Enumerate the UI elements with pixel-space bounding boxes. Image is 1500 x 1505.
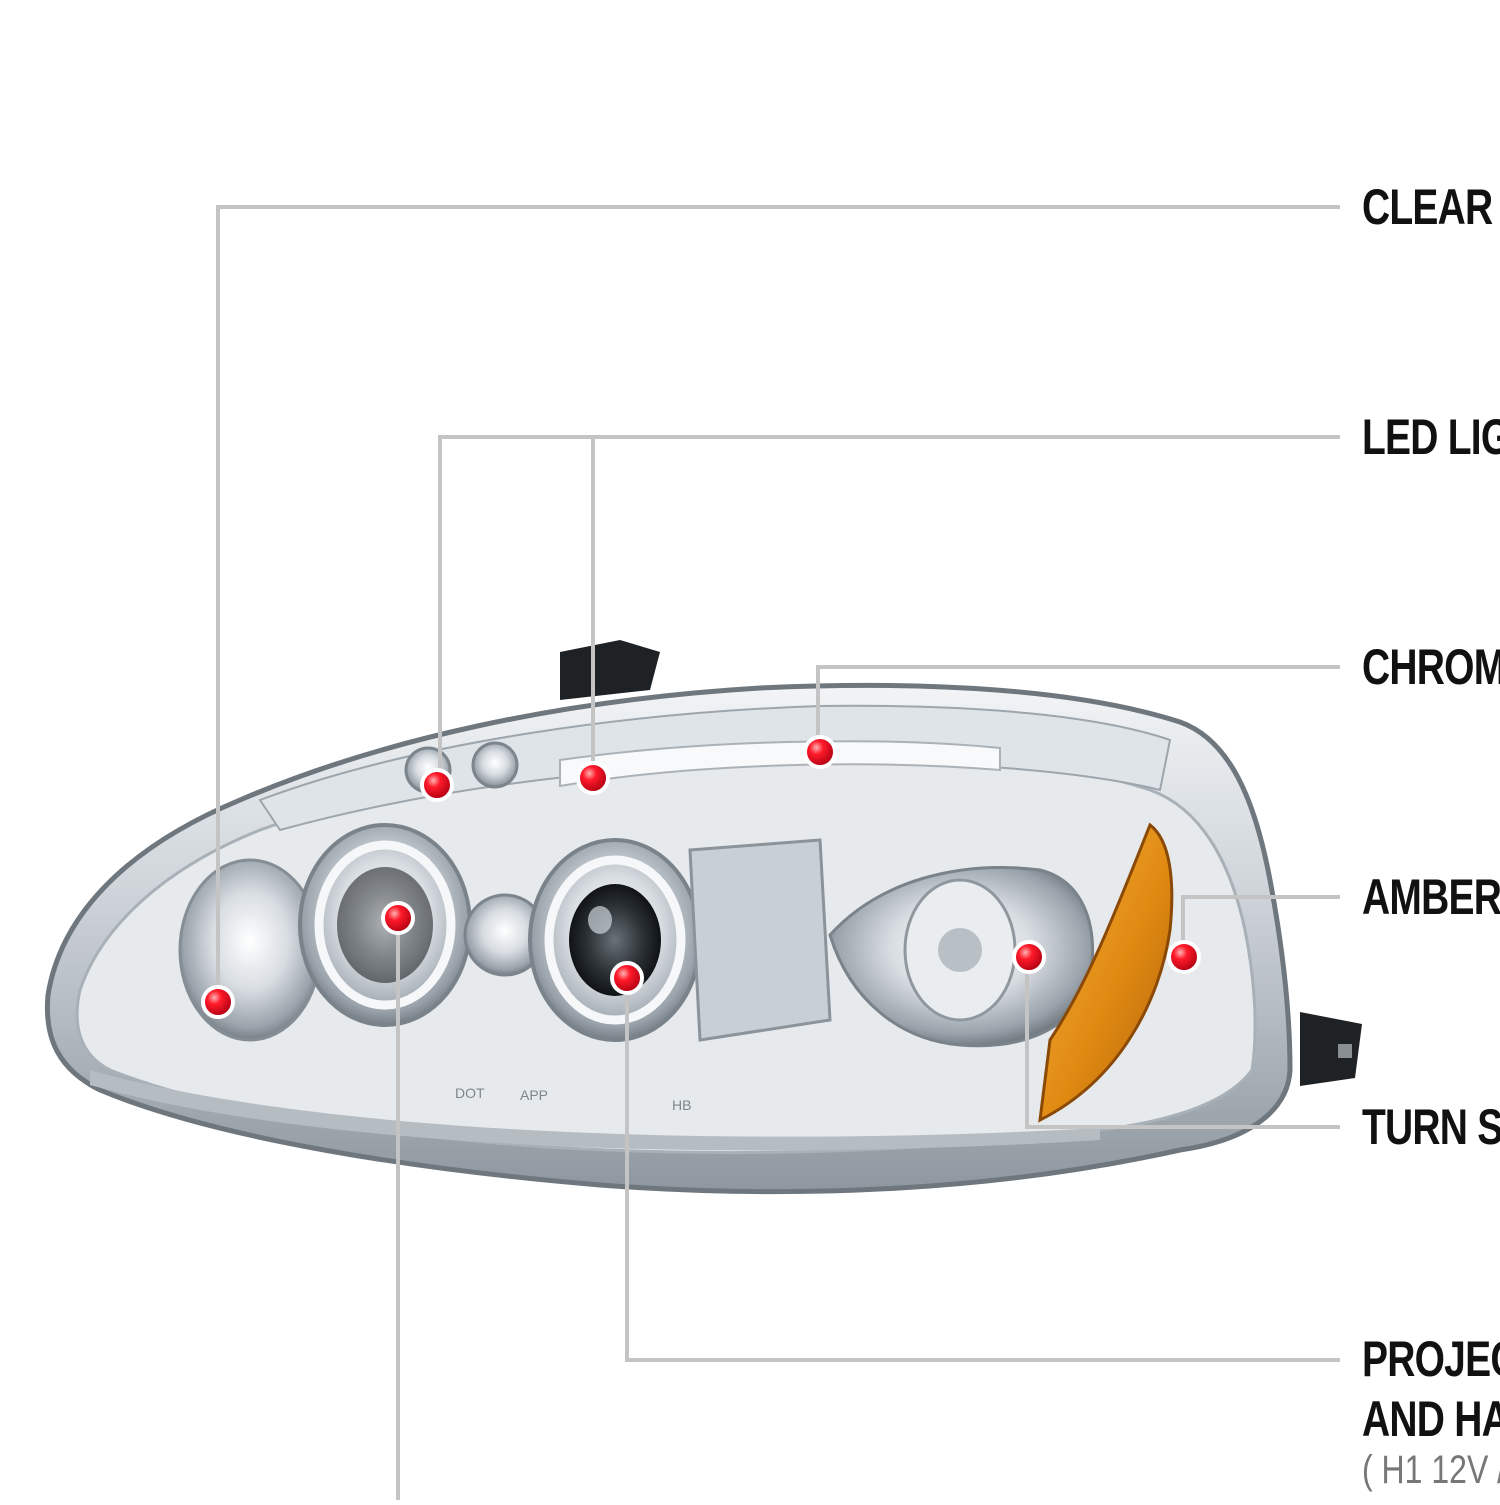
marker-dots: [201, 735, 1201, 1019]
label-projector-line1: PROJEC: [1362, 1331, 1500, 1387]
marker-dot-turn-signal: [1012, 940, 1046, 974]
label-led-light: LED LIG: [1362, 409, 1500, 465]
label-chrome: CHROM: [1362, 639, 1500, 695]
leader-clear-lens: [216, 205, 1340, 1002]
amber-corner-lens: [1038, 822, 1174, 1123]
marker-dot-led-strip: [576, 761, 610, 795]
leader-lines: [216, 205, 1340, 1500]
chrome-barrel: [688, 838, 832, 1042]
label-amber: AMBER: [1362, 869, 1500, 925]
label-projector-spec: ( H1 12V /: [1362, 1448, 1500, 1492]
marker-dot-chrome: [803, 735, 837, 769]
mounting-tab-right: [1300, 1012, 1362, 1086]
leader-projector: [625, 978, 1340, 1362]
marker-dot-clear-lens: [201, 985, 235, 1019]
label-clear-lens: CLEAR L: [1362, 179, 1500, 235]
mounting-bolt: [1338, 1044, 1352, 1058]
marker-dot-projector: [610, 961, 644, 995]
leader-turn-signal: [1025, 957, 1340, 1129]
small-bulb-right: [471, 741, 519, 789]
leader-chrome: [816, 665, 1340, 752]
marker-dot-amber: [1167, 940, 1201, 974]
lens-marking-dot: DOT: [455, 1085, 485, 1101]
label-turn-signal: TURN S: [1362, 1099, 1500, 1155]
halo-projector-inner: [528, 838, 702, 1042]
lens-marking-hb: HB: [672, 1097, 691, 1113]
led-strip: [559, 740, 1001, 788]
left-reflector: [178, 858, 322, 1042]
label-projector-line2: AND HA: [1362, 1391, 1500, 1447]
lens-marking-app: APP: [520, 1087, 548, 1103]
headlight-housing: DOT APP HB: [44, 640, 1362, 1195]
leader-amber: [1181, 895, 1340, 955]
marker-dot-halo: [381, 901, 415, 935]
leader-led-light: [438, 435, 1340, 785]
lower-lens-band: [90, 1070, 1100, 1151]
marker-dot-led-left: [420, 768, 454, 802]
mounting-tab-top: [560, 640, 660, 700]
